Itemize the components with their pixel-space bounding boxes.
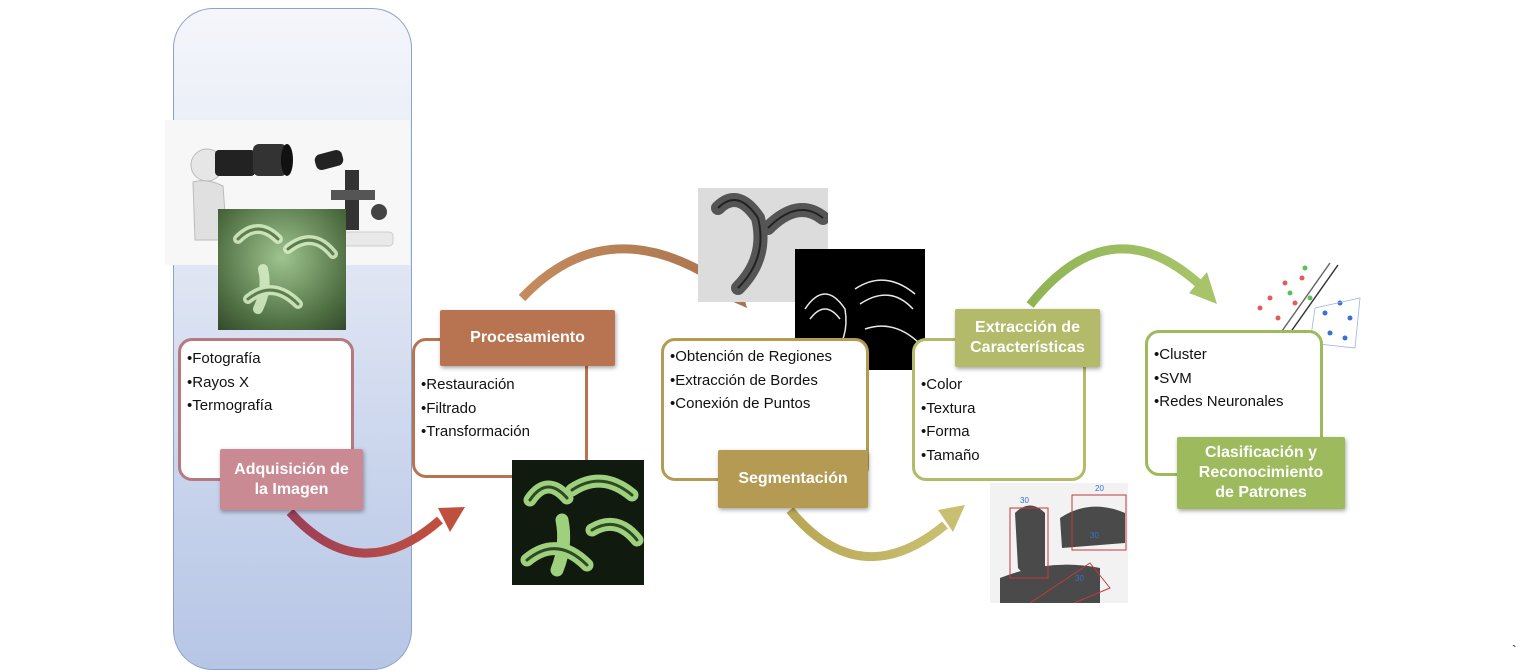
stage-item: SVM	[1154, 367, 1320, 391]
stage-item: Tamaño	[921, 444, 1083, 468]
arrow-3-head	[938, 505, 965, 532]
region-label: 30	[1020, 496, 1029, 505]
region-label: 30	[1075, 574, 1084, 583]
title-line: Extracción de	[975, 319, 1080, 336]
title-line: Clasificación y	[1204, 444, 1318, 461]
bacteria-image-green	[218, 209, 346, 330]
arrow-1	[286, 508, 443, 558]
stage-item: Restauración	[421, 373, 585, 397]
stage-item: Rayos X	[187, 371, 351, 395]
stage-item: Cluster	[1154, 343, 1320, 367]
stage-adquisicion-title: Adquisición de la Imagen	[220, 449, 363, 510]
stage-item: Extracción de Bordes	[670, 369, 866, 393]
title-line: Características	[970, 339, 1085, 356]
stage-item: Transformación	[421, 420, 585, 444]
stage-item: Fotografía	[187, 347, 351, 371]
stage-procesamiento-title: Procesamiento	[440, 310, 615, 366]
stage-item: Conexión de Puntos	[670, 392, 866, 416]
title-line: la Imagen	[254, 480, 329, 498]
stage-item: Filtrado	[421, 397, 585, 421]
title-line: de Patrones	[1215, 484, 1307, 501]
feature-regions-image: 30 20 30 30	[990, 483, 1128, 603]
classification-scatter-image	[1250, 258, 1364, 353]
stage-item: Redes Neuronales	[1154, 390, 1320, 414]
corner-mark: `	[1512, 642, 1517, 658]
stage-extraccion-title: Extracción de Características	[955, 309, 1100, 367]
title-line: Reconocimiento	[1198, 464, 1324, 481]
bacteria-image-processed	[512, 460, 644, 585]
stage-item: Color	[921, 373, 1083, 397]
stage-segmentacion-title: Segmentación	[718, 450, 868, 508]
region-label: 30	[1090, 531, 1099, 540]
arrow-1-head	[438, 507, 465, 532]
arrow-4-head	[1189, 272, 1217, 304]
region-label: 20	[1095, 484, 1104, 493]
stage-item: Textura	[921, 397, 1083, 421]
arrow-3	[786, 507, 948, 562]
title-line: Procesamiento	[470, 329, 585, 346]
stage-item: Forma	[921, 420, 1083, 444]
arrow-4	[1026, 244, 1201, 308]
stage-item: Obtención de Regiones	[670, 345, 866, 369]
stage-clasificacion-title: Clasificación y Reconocimiento de Patron…	[1177, 437, 1345, 509]
stage-item: Termografía	[187, 394, 351, 418]
title-line: Adquisición de	[234, 460, 349, 478]
title-line: Segmentación	[738, 470, 848, 487]
